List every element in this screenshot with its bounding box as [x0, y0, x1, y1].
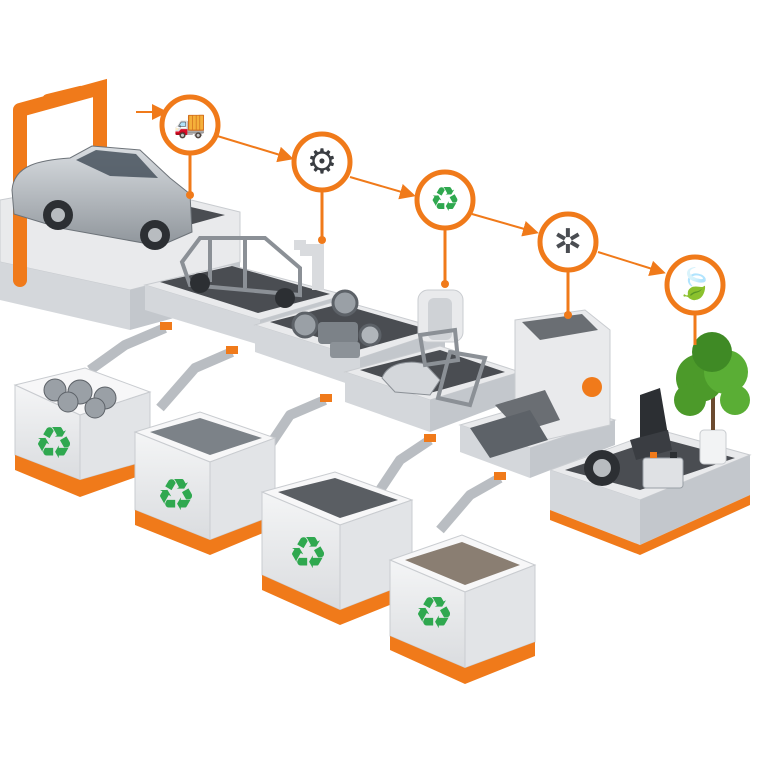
- shredder-station: [458, 309, 617, 478]
- step-pin: [159, 94, 221, 199]
- car-shell: [179, 236, 302, 298]
- bin-wheels: [13, 367, 152, 497]
- flow-arrow: [597, 251, 666, 277]
- bin-mixed-scrap: [388, 534, 537, 684]
- flow-arrow: [213, 134, 294, 163]
- tow-gantry-station: [0, 78, 241, 330]
- stripped-car-station: [143, 236, 347, 345]
- process-step-icons: [159, 94, 726, 345]
- body-panels-station: [343, 327, 522, 432]
- chute: [265, 395, 327, 448]
- chute: [156, 347, 234, 412]
- flow-arrow: [471, 213, 539, 237]
- step-pin: [291, 131, 353, 244]
- chute: [87, 323, 167, 375]
- flow-arrows: [136, 104, 666, 277]
- step-pin: [537, 211, 599, 319]
- car-seat: [630, 388, 672, 460]
- chute: [436, 473, 503, 534]
- chute: [375, 435, 433, 493]
- reusable-parts-station: [548, 332, 752, 555]
- chutes: [87, 323, 503, 534]
- step-pin: [664, 254, 726, 345]
- car: [11, 145, 193, 250]
- battery: [642, 452, 684, 489]
- potted-tree: [674, 332, 750, 465]
- engine-parts: [291, 289, 382, 358]
- bin-metal-parts: [133, 411, 277, 555]
- step-pin: [414, 169, 476, 288]
- tire: [584, 450, 620, 486]
- flow-arrow: [349, 176, 416, 200]
